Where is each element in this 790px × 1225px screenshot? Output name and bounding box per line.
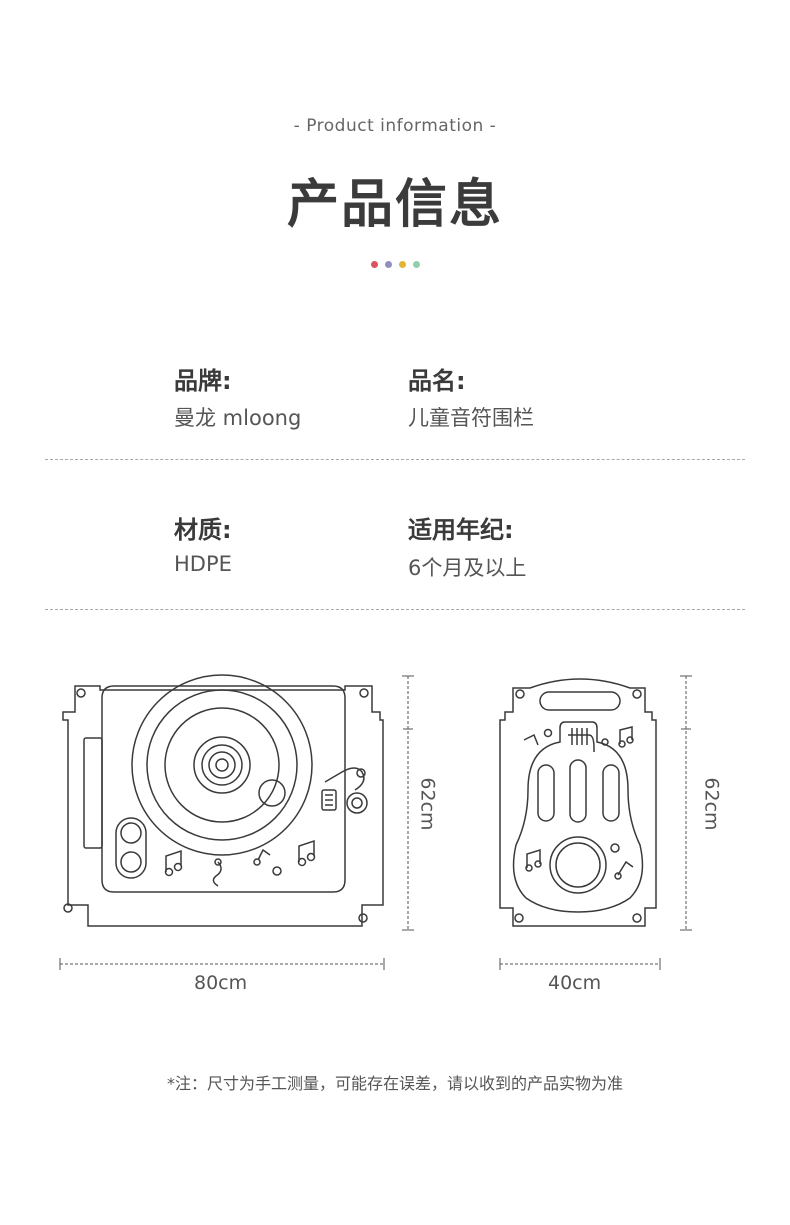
material-label: 材质: — [174, 516, 232, 544]
panel2-height-label: 62cm — [700, 777, 723, 831]
dot-purple — [384, 261, 392, 268]
section-title: 产品信息 — [286, 175, 503, 235]
product-line-drawing — [59, 674, 692, 970]
panel1-height-label: 62cm — [416, 777, 439, 831]
brand-value: 曼龙 mloong — [174, 406, 302, 430]
dot-green — [412, 261, 420, 268]
age-label: 适用年纪: — [408, 516, 514, 544]
dot-yellow — [398, 261, 406, 268]
material-value: HDPE — [174, 552, 232, 576]
separator-2 — [45, 609, 745, 610]
decorative-dots — [0, 261, 790, 268]
product-name-value: 儿童音符围栏 — [408, 406, 534, 430]
panel-80cm-drawing — [62, 674, 384, 927]
panel-40cm-drawing — [499, 678, 657, 927]
product-name-label: 品名: — [408, 367, 466, 395]
age-value: 6个月及以上 — [408, 556, 527, 580]
section-subtitle: - Product information - — [293, 116, 497, 136]
panel2-width-label: 40cm — [548, 972, 602, 994]
dot-red — [370, 261, 378, 268]
separator-1 — [45, 459, 745, 460]
measurement-note: *注：尺寸为手工测量，可能存在误差，请以收到的产品实物为准 — [166, 1074, 623, 1093]
panel1-width-label: 80cm — [194, 972, 248, 994]
brand-label: 品牌: — [174, 367, 232, 395]
